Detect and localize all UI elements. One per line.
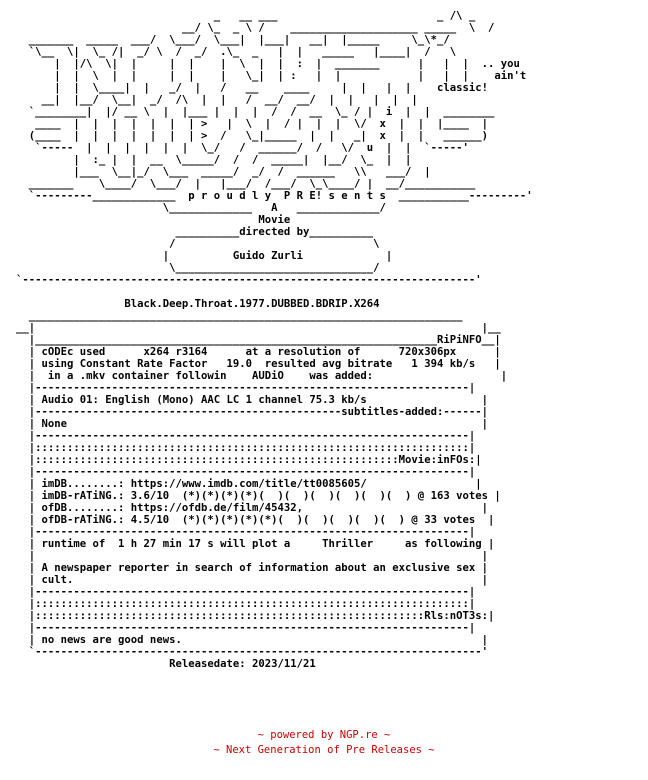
nfo-line: __| |__ bbox=[16, 322, 501, 334]
nfo-line: Black.Deep.Throat.1977.DUBBED.BDRIP.X264 bbox=[16, 298, 380, 310]
nfo-line: `---------------------------------------… bbox=[16, 274, 482, 286]
nfo-line: __| |__/ \__| _/ /\ | | / __/ __/ | | | … bbox=[16, 94, 418, 106]
nfo-line: |___ \__|_/ \___ _____/ _/ / ______ \\ _… bbox=[16, 166, 431, 178]
nfo-line: __________directed by__________ bbox=[16, 226, 374, 238]
nfo-line: \_____________ A _____________/ bbox=[16, 202, 386, 214]
nfo-line: `________| |/ __ \ | |___ | | | / / __ \… bbox=[16, 106, 495, 118]
nfo-line: |:::::::::::::::::::::::::::::::::::::::… bbox=[16, 610, 495, 622]
nfo-line: / \ bbox=[16, 238, 380, 250]
nfo-line: | None | bbox=[16, 418, 488, 430]
nfo-line: | | bbox=[16, 550, 488, 562]
nfo-line: | cODEc used x264 r3164 at a resolution … bbox=[16, 346, 501, 358]
nfo-line: | ofDB-rATiNG.: 4.5/10 (*)(*)(*)(*)(*)( … bbox=[16, 514, 495, 526]
nfo-line: _______ \____/ \___/ | |___/ /___/ \_\__… bbox=[16, 178, 476, 190]
nfo-line: | no news are good news. | bbox=[16, 634, 488, 646]
nfo-line: `---------_____________ p r o u d l y P … bbox=[16, 190, 533, 202]
nfo-ascii-art: _ __ ___ _ /\ _ __/ \_ _ \ / ___________… bbox=[16, 10, 533, 670]
nfo-line: |---------------------------------------… bbox=[16, 382, 476, 394]
nfo-line: | imDB........: https://www.imdb.com/tit… bbox=[16, 478, 482, 490]
nfo-line: | | \____| | _/ | / __ ____ | | | | clas… bbox=[16, 82, 488, 94]
nfo-line: | | \ | | | | | \_| | : | | | | | ain't bbox=[16, 70, 527, 82]
nfo-line: |---------------------------------------… bbox=[16, 430, 476, 442]
nfo-line: __/ \_ _ \ / ____________________ _____ … bbox=[16, 22, 495, 34]
nfo-line: | in a .mkv container followin AUDiO was… bbox=[16, 370, 508, 382]
nfo-line: _ __ ___ _ /\ _ bbox=[16, 10, 476, 22]
nfo-line: Movie bbox=[16, 214, 291, 226]
nfo-line: | cult. | bbox=[16, 574, 488, 586]
powered-by-text: ~ powered by NGP.re ~ bbox=[257, 729, 391, 741]
nfo-line: |:::::::::::::::::::::::::::::::::::::::… bbox=[16, 598, 476, 610]
nfo-line: | using Constant Rate Factor 19.0 result… bbox=[16, 358, 501, 370]
nfo-line: ____ | | | | | | | > | \ | / | | | \/ x … bbox=[16, 118, 488, 130]
nfo-line: | ofDB........: https://ofdb.de/film/454… bbox=[16, 502, 488, 514]
nfo-line: |---------------------------------------… bbox=[16, 586, 476, 598]
nfo-line: _______ _____ ___/ \___/ \___| |___| __|… bbox=[16, 34, 450, 46]
nfo-line: |:::::::::::::::::::::::::::::::::::::::… bbox=[16, 442, 476, 454]
footer: ~ powered by NGP.re ~ ~ Next Generation … bbox=[0, 728, 648, 758]
nfo-line: |:::::::::::::::::::::::::::::::::::::::… bbox=[16, 454, 482, 466]
nfo-line: | imDB-rATiNG.: 3.6/10 (*)(*)(*)(*)( )( … bbox=[16, 490, 501, 502]
nfo-line: ________________________________________… bbox=[16, 310, 463, 322]
nfo-line: `----- | | | | | | \_/ / ______/ / \/ u … bbox=[16, 142, 469, 154]
nfo-line: |_______________________________________… bbox=[16, 334, 501, 346]
nfo-line: Releasedate: 2023/11/21 bbox=[16, 658, 316, 670]
nfo-line: | runtime of 1 h 27 min 17 s will plot a… bbox=[16, 538, 495, 550]
nfo-line: |---------------------------------------… bbox=[16, 406, 488, 418]
nfo-line: | A newspaper reporter in search of info… bbox=[16, 562, 488, 574]
tagline-text: ~ Next Generation of Pre Releases ~ bbox=[213, 744, 435, 756]
nfo-line: `\__ \| \_ /| _/ \ / _/ .\_ _ | | _____ … bbox=[16, 46, 457, 58]
nfo-line: | :_ | | __ \_____/ / / _____| |__/ \_ |… bbox=[16, 154, 412, 166]
nfo-line: |---------------------------------------… bbox=[16, 466, 476, 478]
nfo-line: |---------------------------------------… bbox=[16, 526, 476, 538]
nfo-line: \_______________________________/ bbox=[16, 262, 380, 274]
nfo-line: | |/\ \| | | | | \ | | : | _______ | | |… bbox=[16, 58, 520, 70]
nfo-line: (____ | | | | | | | > / \_|_____ | | _| … bbox=[16, 130, 488, 142]
nfo-line: | Audio 01: English (Mono) AAC LC 1 chan… bbox=[16, 394, 488, 406]
nfo-line: |---------------------------------------… bbox=[16, 622, 476, 634]
nfo-line: `---------------------------------------… bbox=[16, 646, 488, 658]
nfo-line: | Guido Zurli | bbox=[16, 250, 393, 262]
